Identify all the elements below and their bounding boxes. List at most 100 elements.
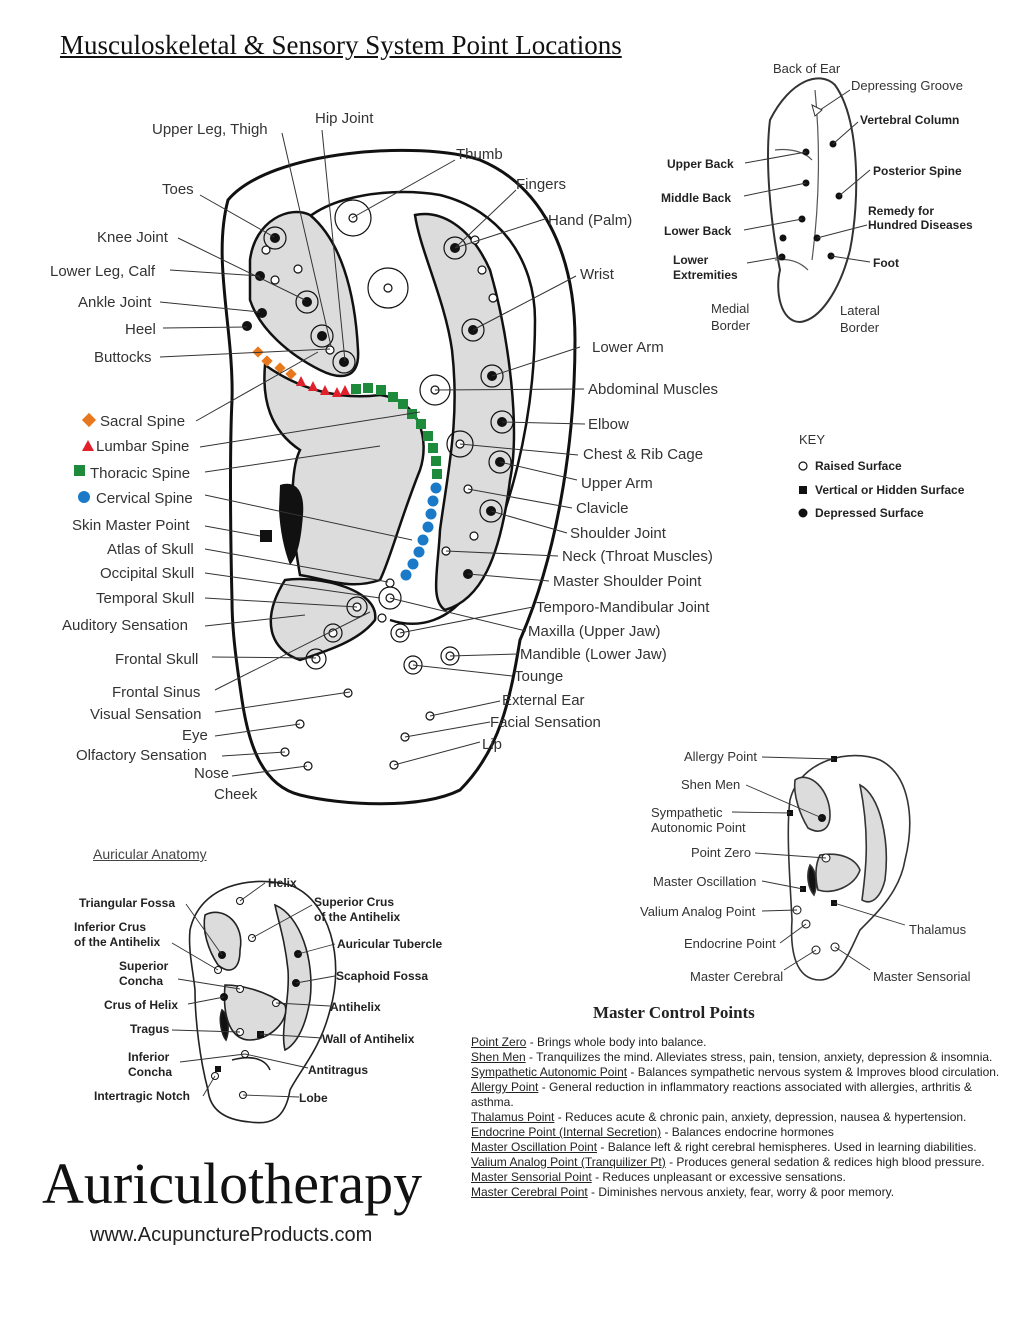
thoracic-spine-point bbox=[431, 456, 441, 466]
leader-line bbox=[351, 159, 456, 219]
label-fingers: Fingers bbox=[516, 176, 567, 193]
back-leader-line bbox=[816, 224, 868, 239]
mcp-row: Endocrine Point (Internal Secretion) - B… bbox=[471, 1125, 1001, 1140]
back-ear-point bbox=[779, 234, 787, 242]
mcp-name[interactable]: Master Oscillation Point bbox=[471, 1140, 598, 1154]
mcp-desc: - Produces general sedation & redices hi… bbox=[665, 1155, 985, 1169]
lumbar-spine-point bbox=[308, 381, 318, 391]
master-leader-line bbox=[833, 902, 906, 926]
leader-line bbox=[204, 548, 389, 583]
page-title: Musculoskeletal & Sensory System Point L… bbox=[60, 30, 622, 60]
leader-line bbox=[199, 194, 275, 238]
label-eye: Eye bbox=[182, 727, 208, 744]
label-abdominal-muscles: Abdominal Muscles bbox=[588, 381, 719, 398]
mcp-name[interactable]: Thalamus Point bbox=[471, 1110, 555, 1124]
cervical-spine-point bbox=[400, 569, 412, 581]
main-concha-black bbox=[279, 483, 304, 565]
leader-line bbox=[199, 411, 421, 448]
label-tounge: Tounge bbox=[514, 668, 564, 685]
raised-point-ring bbox=[403, 655, 423, 675]
lumbar-spine-point bbox=[332, 387, 342, 397]
master-label-master-sensorial: Master Sensorial bbox=[873, 969, 971, 984]
master-control-list: Point Zero - Brings whole body into bala… bbox=[471, 1035, 1001, 1200]
website-link[interactable]: www.AcupunctureProducts.com bbox=[90, 1224, 373, 1246]
point-ring bbox=[479, 499, 503, 523]
anat-label-auricular-tubercle: Auricular Tubercle bbox=[337, 937, 443, 951]
label-atlas-of-skull: Atlas of Skull bbox=[107, 541, 194, 558]
master-leader-line bbox=[783, 949, 817, 971]
thoracic-spine-point bbox=[432, 469, 442, 479]
label-frontal-skull: Frontal Skull bbox=[115, 651, 199, 668]
back-leader-line bbox=[743, 182, 807, 197]
mcp-name[interactable]: Sympathetic Autonomic Point bbox=[471, 1065, 628, 1079]
leader-line bbox=[393, 741, 481, 766]
master-leader-line bbox=[761, 880, 804, 890]
leader-line bbox=[204, 597, 358, 608]
label-temporo-mandibular-joint: Temporo-Mandibular Joint bbox=[536, 599, 710, 616]
back-ear-diagram bbox=[767, 77, 858, 324]
thoracic-spine-point bbox=[351, 384, 361, 394]
skin-master-point-marker bbox=[260, 530, 272, 542]
master-label-master-oscillation: Master Oscillation bbox=[653, 874, 757, 889]
lumbar-spine-marker bbox=[82, 440, 94, 451]
leader-line bbox=[399, 606, 534, 634]
raised-point bbox=[477, 265, 487, 275]
back-label-lower: Lower bbox=[673, 253, 709, 267]
mcp-name[interactable]: Allergy Point bbox=[471, 1080, 539, 1094]
thoracic-spine-point bbox=[388, 392, 398, 402]
leader-line bbox=[454, 217, 549, 249]
point-ring bbox=[461, 318, 485, 342]
mcp-name[interactable]: Shen Men bbox=[471, 1050, 526, 1064]
label-elbow: Elbow bbox=[588, 416, 629, 433]
leader-line bbox=[204, 525, 261, 537]
mcp-name[interactable]: Master Cerebral Point bbox=[471, 1185, 588, 1199]
label-olfactory-sensation: Olfactory Sensation bbox=[76, 747, 207, 764]
leader-line bbox=[459, 443, 579, 456]
leader-line bbox=[429, 700, 501, 717]
cervical-spine-point bbox=[425, 508, 437, 520]
label-lumbar-spine: Lumbar Spine bbox=[96, 438, 190, 455]
master-control-title: Master Control Points bbox=[593, 1003, 755, 1022]
back-label-vertebral-column: Vertebral Column bbox=[860, 113, 960, 127]
anatomy-leader-line bbox=[202, 1075, 216, 1097]
back-label-lower-back: Lower Back bbox=[664, 224, 732, 238]
leader-line bbox=[490, 510, 568, 534]
thoracic-spine-point bbox=[376, 385, 386, 395]
back-label-hundred-diseases: Hundred Diseases bbox=[868, 218, 973, 232]
anat-label-of-the-antihelix-2: of the Antihelix bbox=[74, 935, 161, 949]
raised-point bbox=[325, 345, 335, 355]
leader-line bbox=[449, 653, 519, 657]
mcp-desc: - Reduces unpleasant or excessive sensat… bbox=[591, 1170, 846, 1184]
depressed-point bbox=[317, 331, 327, 341]
thoracic-spine-point bbox=[428, 443, 438, 453]
cervical-spine-point bbox=[413, 546, 425, 558]
point-ring bbox=[443, 236, 467, 260]
master-leader-line bbox=[761, 756, 835, 760]
master-label-endocrine-point: Endocrine Point bbox=[684, 936, 776, 951]
label-neck-throat-muscles: Neck (Throat Muscles) bbox=[562, 548, 713, 565]
master-label-thalamus: Thalamus bbox=[909, 922, 967, 937]
leader-line bbox=[211, 656, 317, 659]
label-cheek: Cheek bbox=[214, 786, 258, 803]
key-depressed-surface: Depressed Surface bbox=[815, 506, 924, 520]
mcp-name[interactable]: Endocrine Point (Internal Secretion) bbox=[471, 1125, 662, 1139]
leader-line bbox=[169, 269, 261, 277]
leader-line bbox=[404, 721, 491, 738]
leader-line bbox=[214, 723, 301, 737]
label-upper-leg-thigh: Upper Leg, Thigh bbox=[152, 121, 268, 138]
raised-point-ring bbox=[334, 199, 372, 237]
thoracic-spine-point bbox=[423, 431, 433, 441]
back-leader-line bbox=[744, 151, 807, 164]
raised-point bbox=[311, 654, 321, 664]
mcp-name[interactable]: Master Sensorial Point bbox=[471, 1170, 592, 1184]
mcp-name[interactable]: Valium Analog Point (Tranquilizer Pt) bbox=[471, 1155, 666, 1169]
anat-label-concha-1: Concha bbox=[119, 974, 164, 988]
master-leader-line bbox=[731, 811, 791, 814]
back-label-medial: Medial bbox=[711, 301, 750, 316]
raised-point-ring bbox=[367, 267, 409, 309]
label-temporal-skull: Temporal Skull bbox=[96, 590, 195, 607]
leader-line bbox=[491, 346, 581, 377]
mcp-name[interactable]: Point Zero bbox=[471, 1035, 527, 1049]
leader-line bbox=[412, 664, 513, 677]
key-raised-surface: Raised Surface bbox=[815, 459, 902, 473]
